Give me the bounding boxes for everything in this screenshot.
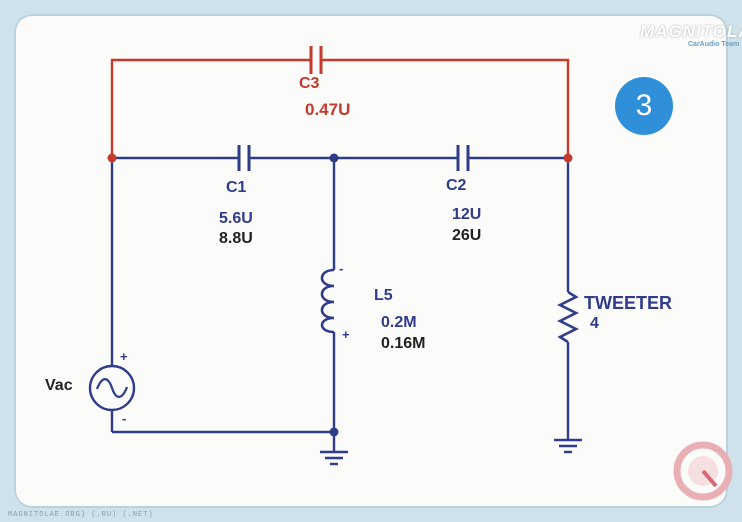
c1-value2-label: 8.8U [219,230,253,247]
c2-value2-label: 26U [452,227,482,244]
figure-number-badge: 3 [615,77,673,135]
tweeter-name-label: TWEETER [584,293,672,313]
middle-ground-symbol [320,450,348,466]
source-minus-label: - [122,411,127,426]
c1-value1-label: 5.6U [219,210,253,227]
c1-name-label: C1 [226,179,247,196]
ac-source-symbol [88,364,136,412]
c2-value1-label: 12U [452,206,482,223]
team-watermark: CarAudio Team [688,41,740,48]
l5-name-label: L5 [374,287,393,304]
c3-bypass-wire [110,58,570,158]
junction-node-bottom-middle [329,427,339,437]
source-name-label: Vac [45,377,73,394]
brand-watermark: MAGNITOLA [640,22,742,41]
c1-capacitor-symbol [237,145,251,171]
l5-minus-label: - [339,261,344,276]
c2-name-label: C2 [446,177,467,194]
junction-node-left [107,153,117,163]
junction-node-top-middle [329,153,339,163]
c3-name-label: C3 [299,75,320,92]
l5-inductor-symbol [320,268,335,334]
source-branch-wire [110,158,334,434]
junction-node-right [563,153,573,163]
magnitola-seal-icon [673,441,733,501]
c2-capacitor-symbol [456,145,470,171]
tweeter-resistor-symbol [557,290,579,344]
c3-capacitor-symbol [309,46,323,74]
right-ground-symbol [554,438,582,454]
l5-value1-label: 0.2M [381,314,417,331]
c3-value-label: 0.47U [305,100,351,119]
l5-plus-label: + [342,327,350,342]
source-plus-label: + [120,349,128,364]
diagram-card [14,14,728,508]
footer-watermark: MAGNITOLAE.ORG) (.RU) (.NET) [8,511,154,519]
l5-value2-label: 0.16M [381,335,426,352]
tweeter-value-label: 4 [590,315,599,332]
